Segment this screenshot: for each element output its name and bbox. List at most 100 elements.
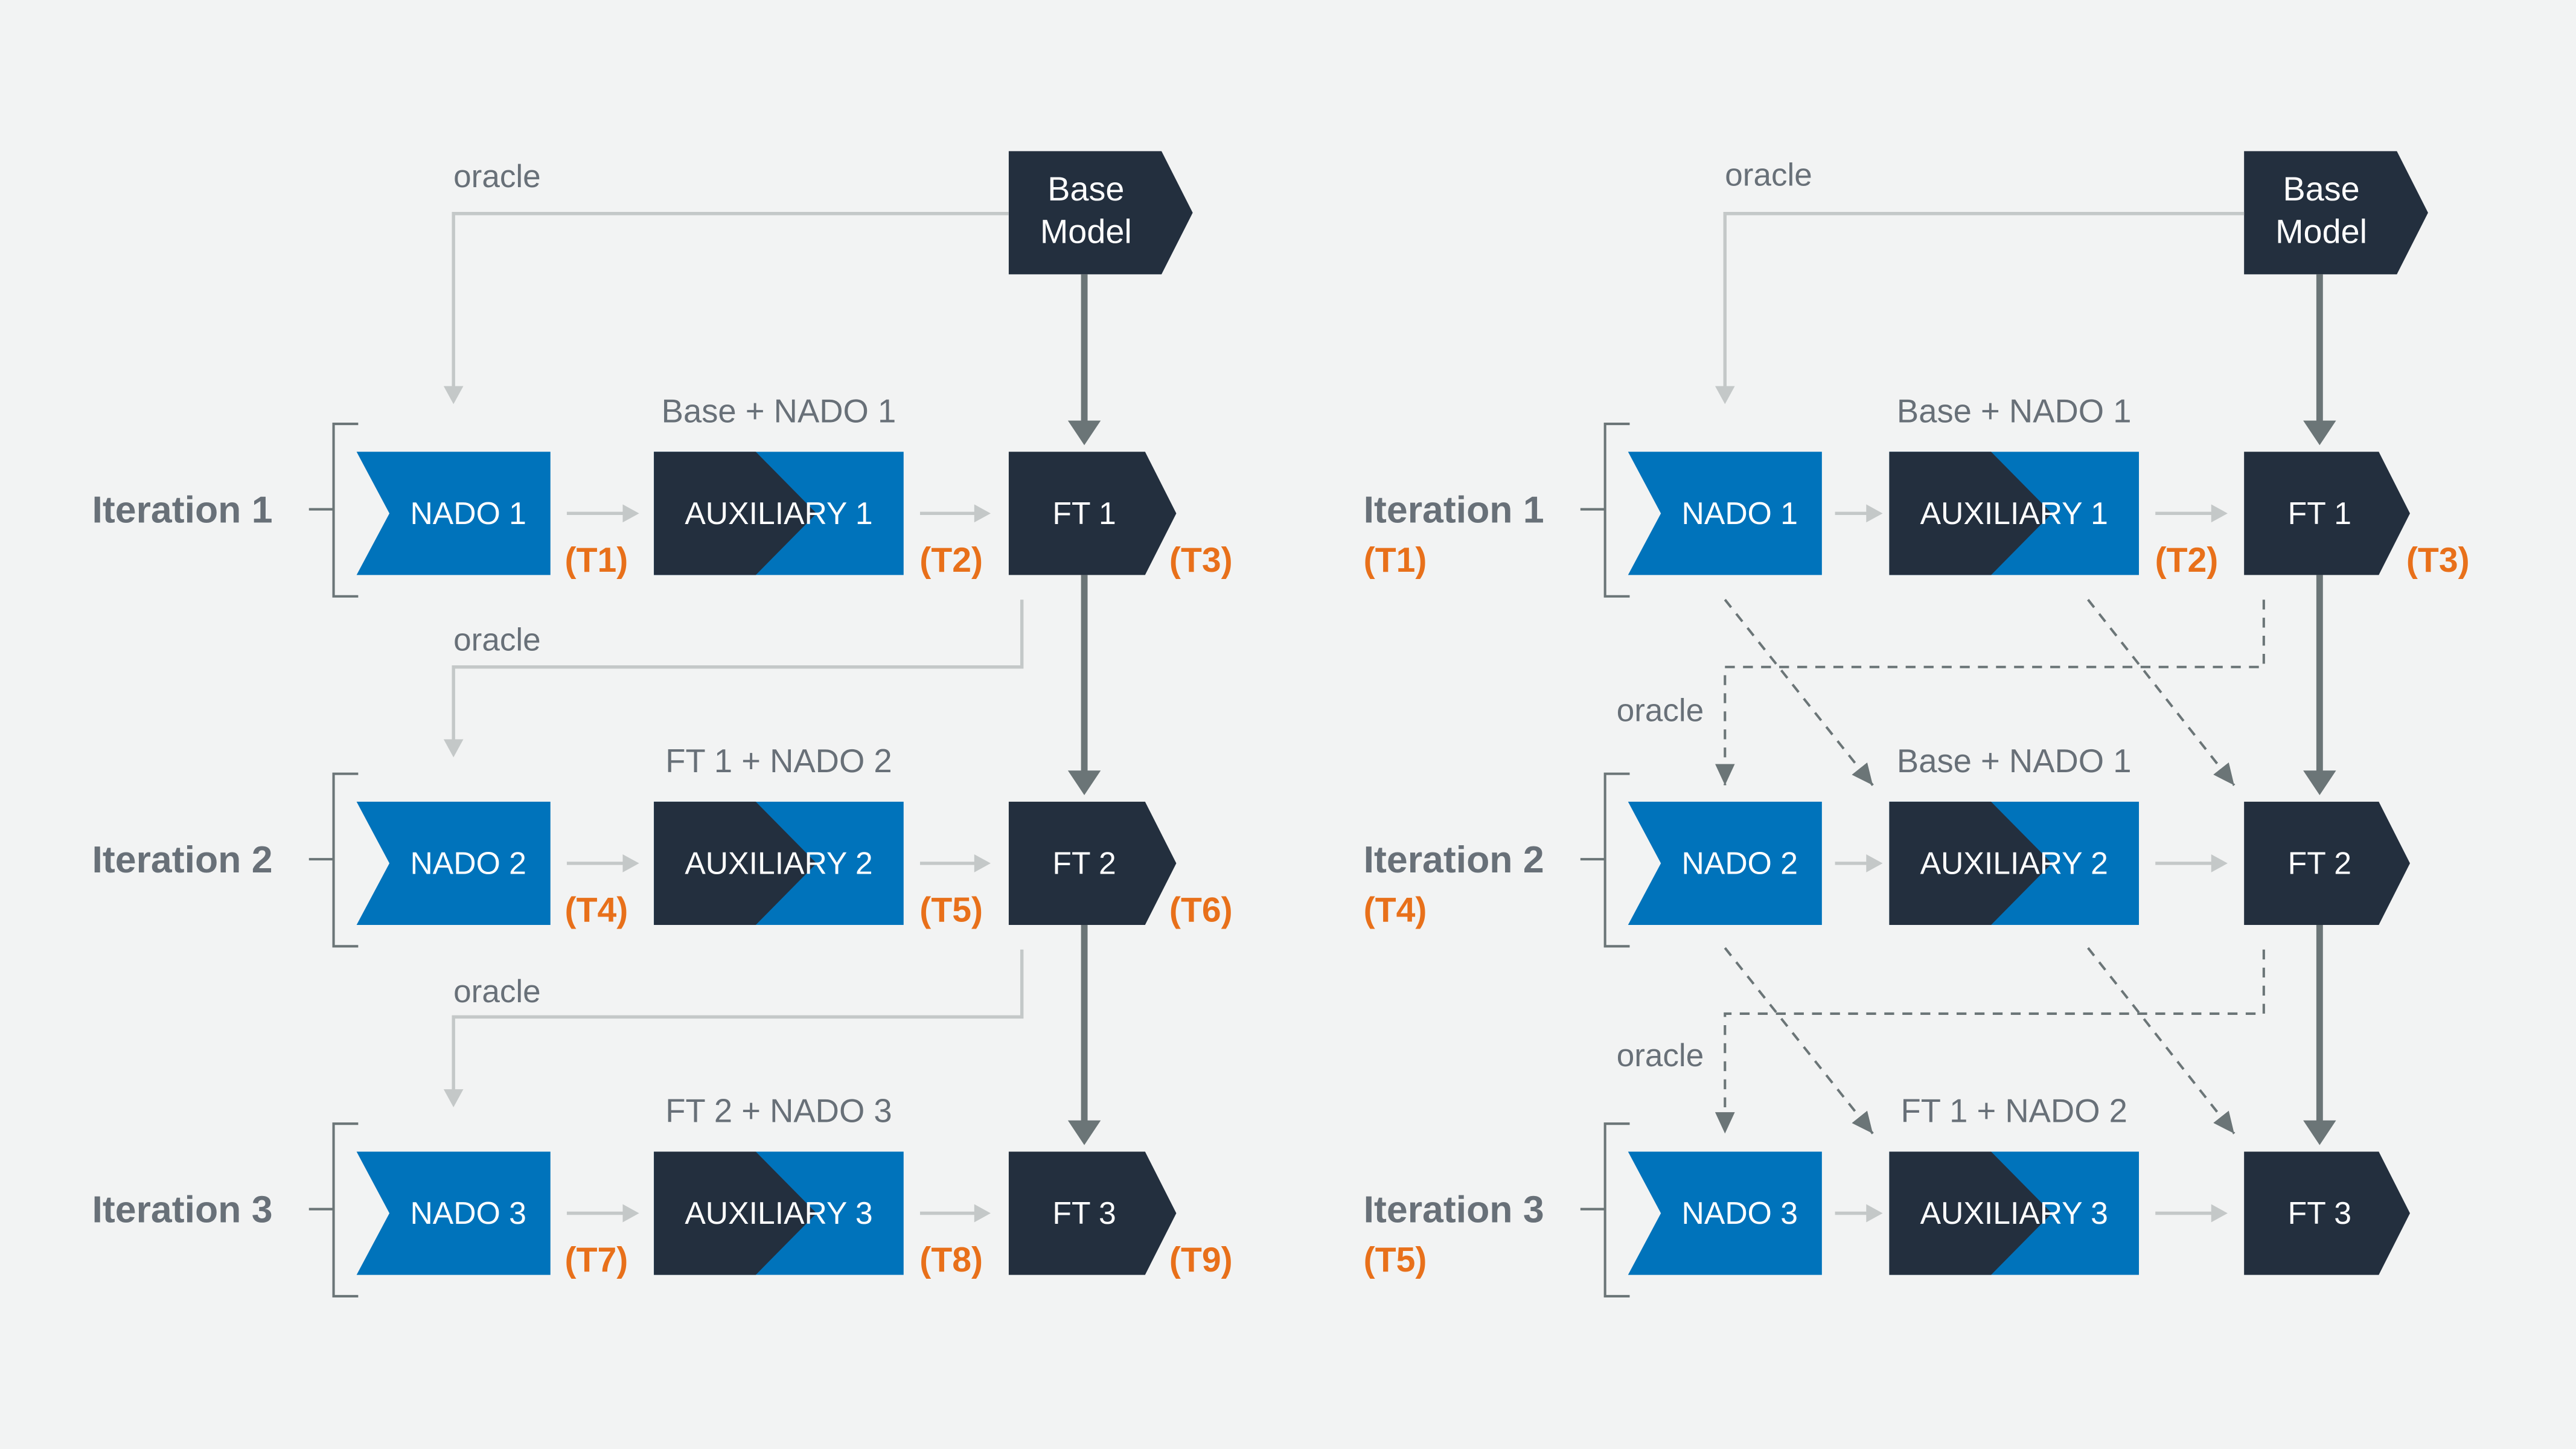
ft-box[interactable]: FT 3 [1008, 1151, 1177, 1275]
arrow-head [1866, 504, 1883, 523]
nado-box[interactable]: NADO 1 [1628, 452, 1822, 575]
auxiliary-to-ft-arrow [919, 504, 991, 523]
nado-box[interactable]: NADO 1 [356, 452, 551, 575]
auxiliary1-to-ft2-dashed-arrow [2087, 598, 2236, 786]
left-base-model[interactable]: Base Model [1008, 151, 1193, 275]
iteration-time-label: (T1) [1364, 541, 1427, 580]
nado-time-label: (T4) [565, 891, 628, 930]
auxiliary-box-chevron [654, 1151, 817, 1275]
base-model-label-line1: Base [2283, 170, 2360, 208]
right-row-3: Iteration 3 (T5) FT 1 + NADO 2 NADO 3 AU… [1364, 1093, 2411, 1297]
auxiliary-label: AUXILIARY 3 [685, 1195, 872, 1230]
nado1-to-auxiliary2-dashed-arrow [1724, 598, 1874, 786]
oracle-label: oracle [453, 159, 540, 194]
right-ft1-to-ft2-arrow [2303, 575, 2336, 796]
auxiliary-time-label: (T2) [2155, 541, 2219, 580]
right-oracle-connector-1 [1715, 212, 2245, 405]
auxiliary-time-label: (T2) [919, 541, 983, 580]
auxiliary-label: AUXILIARY 1 [1920, 496, 2108, 531]
auxiliary-box-chevron [1889, 801, 2052, 925]
nado-label: NADO 3 [1682, 1195, 1798, 1230]
arrow-head [2303, 770, 2336, 796]
arrow-head [622, 1204, 639, 1223]
left-oracle-connector-2 [443, 600, 1024, 758]
auxiliary-to-ft-arrow [2155, 854, 2228, 872]
ft-label: FT 2 [2288, 846, 2351, 881]
auxiliary-label: AUXILIARY 3 [1920, 1195, 2108, 1230]
arrow-head [1067, 420, 1101, 446]
nado2-to-auxiliary3-dashed-arrow [1724, 947, 1874, 1134]
ft-label: FT 2 [1052, 846, 1116, 881]
oracle-arrowhead [1715, 386, 1735, 405]
oracle-label: oracle [1725, 157, 1812, 193]
oracle-arrowhead [443, 386, 464, 405]
base-model-label-line2: Model [2275, 213, 2367, 251]
iteration-label: Iteration 1 [1364, 488, 1544, 531]
right-panel: Base Model oracle oracle oracle [1364, 151, 2470, 1297]
auxiliary-box-chevron [654, 452, 817, 575]
ft-box[interactable]: FT 2 [2244, 801, 2411, 925]
ft-time-label: (T3) [1169, 541, 1233, 580]
iteration-bracket [308, 1122, 359, 1297]
ft-time-label: (T9) [1169, 1241, 1233, 1279]
iteration-bracket [308, 772, 359, 948]
oracle-line [452, 600, 1024, 741]
model-combination-label: FT 1 + NADO 2 [665, 743, 892, 779]
iteration-bracket [1580, 772, 1630, 948]
auxiliary-to-ft-arrow [2155, 1204, 2228, 1223]
ft-label: FT 3 [1052, 1195, 1116, 1230]
model-combination-label: FT 1 + NADO 2 [1901, 1093, 2127, 1130]
nado-box-shape [356, 1151, 551, 1275]
left-oracle-connector-1 [443, 212, 1009, 405]
arrow-head [2211, 854, 2228, 872]
auxiliary-box[interactable]: AUXILIARY 3 [654, 1151, 904, 1275]
iteration-bracket [308, 423, 359, 598]
nado-to-auxiliary-arrow [566, 504, 639, 523]
auxiliary-time-label: (T5) [919, 891, 983, 930]
oracle-label: oracle [1617, 693, 1704, 729]
ft-box[interactable]: FT 2 [1008, 801, 1177, 925]
ft-box-shape [1008, 452, 1177, 575]
left-ft2-to-ft3-arrow [1067, 924, 1101, 1145]
nado-box-shape [1628, 801, 1822, 925]
nado-box-shape [356, 452, 551, 575]
iteration-label: Iteration 2 [1364, 839, 1544, 881]
auxiliary-box-chevron [1889, 1151, 2052, 1275]
nado-label: NADO 1 [1682, 496, 1798, 531]
ft-label: FT 1 [2288, 496, 2351, 531]
auxiliary-box[interactable]: AUXILIARY 3 [1889, 1151, 2140, 1275]
right-base-model[interactable]: Base Model [2244, 151, 2428, 275]
model-combination-label: Base + NADO 1 [662, 392, 896, 429]
auxiliary-box[interactable]: AUXILIARY 1 [1889, 452, 2140, 575]
auxiliary-box[interactable]: AUXILIARY 2 [654, 801, 904, 925]
arrow-head [974, 854, 991, 872]
auxiliary-to-ft-arrow [2155, 504, 2228, 523]
ft-box[interactable]: FT 1 [1008, 452, 1177, 575]
nado-time-label: (T1) [565, 541, 628, 580]
right-base-to-ft1-arrow [2303, 274, 2336, 446]
oracle-label: oracle [1617, 1038, 1704, 1073]
nado-box[interactable]: NADO 3 [356, 1151, 551, 1275]
nado-box[interactable]: NADO 2 [356, 801, 551, 925]
ft-box[interactable]: FT 3 [2244, 1151, 2411, 1275]
left-row-1: Iteration 1 Base + NADO 1 NADO 1 (T1) AU… [92, 392, 1233, 598]
nado-box[interactable]: NADO 3 [1628, 1151, 1822, 1275]
auxiliary-box[interactable]: AUXILIARY 1 [654, 452, 904, 575]
ft-box-shape [2244, 452, 2411, 575]
ft-time-label: (T6) [1169, 891, 1233, 930]
arrow-head [2303, 420, 2336, 446]
iteration-bracket [1580, 423, 1630, 598]
auxiliary-box[interactable]: AUXILIARY 2 [1889, 801, 2140, 925]
ft-label: FT 1 [1052, 496, 1116, 531]
ft-box[interactable]: FT 1 [2244, 452, 2411, 575]
arrow-head [622, 504, 639, 523]
arrow-head [2211, 504, 2228, 523]
nado-to-auxiliary-arrow [1835, 1204, 1883, 1223]
nado-box[interactable]: NADO 2 [1628, 801, 1822, 925]
ft-box-shape [2244, 801, 2411, 925]
auxiliary2-to-ft3-dashed-arrow [2087, 947, 2236, 1134]
model-combination-label: FT 2 + NADO 3 [665, 1093, 892, 1130]
ft-box-shape [2244, 1151, 2411, 1275]
iteration-time-label: (T5) [1364, 1241, 1427, 1279]
right-row-2: Iteration 2 (T4) Base + NADO 1 NADO 2 AU… [1364, 743, 2411, 948]
